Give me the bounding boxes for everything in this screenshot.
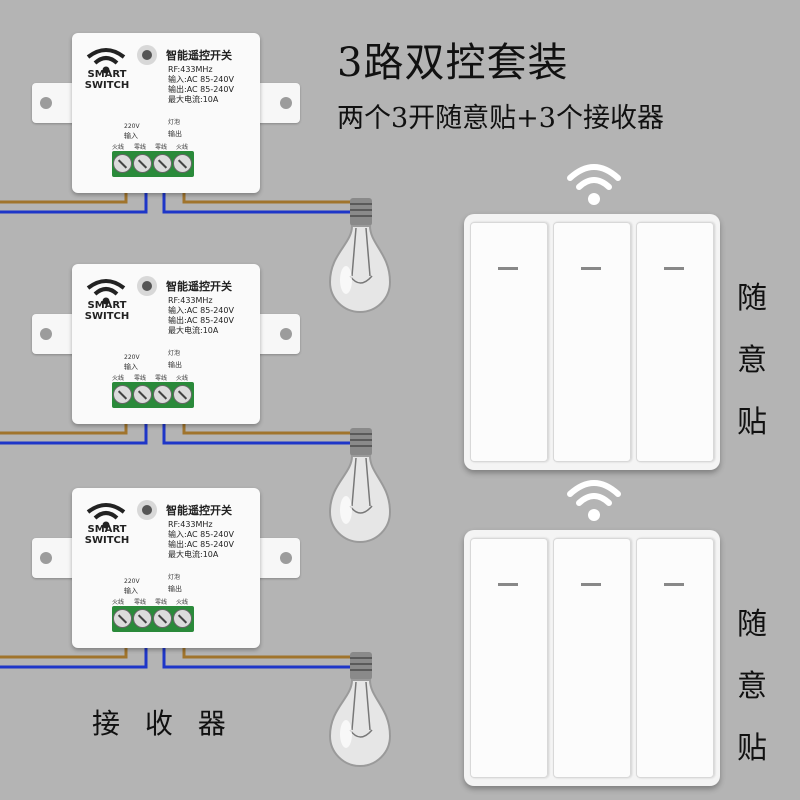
spec-current: 最大电流:10A — [168, 550, 219, 559]
screw-icon — [153, 385, 172, 404]
wall-switch-panel — [464, 530, 720, 786]
input-label: 输入 — [124, 587, 138, 595]
terminal-block — [112, 382, 194, 408]
page-subtitle: 两个3开随意贴+3个接收器 — [337, 103, 664, 134]
terminal-label: 零线 — [155, 144, 168, 151]
voltage-label: 220V — [124, 123, 140, 130]
terminal-block — [112, 151, 194, 177]
learn-button[interactable] — [137, 45, 157, 65]
output-label: 输出 — [168, 361, 182, 369]
screw-icon — [113, 385, 132, 404]
light-bulb-icon — [328, 652, 392, 767]
input-label: 输入 — [124, 132, 138, 140]
wifi-icon — [86, 279, 126, 305]
terminal-label: 零线 — [134, 144, 147, 151]
screw-icon — [153, 609, 172, 628]
page-title: 3路双控套装 — [337, 40, 569, 86]
output-label: 输出 — [168, 585, 182, 593]
terminal-label: 火线 — [176, 144, 189, 151]
voltage-label: 220V — [124, 354, 140, 361]
spec-rf: RF:433MHz — [168, 296, 213, 305]
screw-icon — [173, 154, 192, 173]
spec-output: 输出:AC 85-240V — [168, 85, 234, 94]
spec-output: 输出:AC 85-240V — [168, 540, 234, 549]
wifi-icon — [86, 503, 126, 529]
terminal-label: 火线 — [176, 599, 189, 606]
mounting-hole — [280, 552, 292, 564]
terminal-label: 零线 — [155, 375, 168, 382]
screw-icon — [113, 154, 132, 173]
screw-icon — [133, 385, 152, 404]
lamp-label: 灯泡 — [168, 119, 181, 126]
input-label: 输入 — [124, 363, 138, 371]
light-bulb-icon — [328, 428, 392, 543]
spec-current: 最大电流:10A — [168, 326, 219, 335]
side-label: 随 意 贴 — [737, 607, 767, 766]
indicator-line — [664, 267, 684, 270]
spec-input: 输入:AC 85-240V — [168, 75, 234, 84]
indicator-line — [498, 267, 518, 270]
screw-icon — [153, 154, 172, 173]
terminal-label: 火线 — [176, 375, 189, 382]
wall-switch-panel — [464, 214, 720, 470]
spec-input: 输入:AC 85-240V — [168, 530, 234, 539]
mounting-hole — [40, 552, 52, 564]
indicator-line — [498, 583, 518, 586]
screw-icon — [113, 609, 132, 628]
terminal-block — [112, 606, 194, 632]
rocker-switch[interactable] — [553, 222, 631, 462]
voltage-label: 220V — [124, 578, 140, 585]
rocker-switch[interactable] — [470, 538, 548, 778]
indicator-line — [664, 583, 684, 586]
wifi-icon — [86, 48, 126, 74]
screw-icon — [133, 154, 152, 173]
learn-button[interactable] — [137, 500, 157, 520]
rocker-switch[interactable] — [553, 538, 631, 778]
rocker-switch[interactable] — [470, 222, 548, 462]
indicator-line — [581, 583, 601, 586]
rocker-switch[interactable] — [636, 222, 714, 462]
screw-icon — [173, 385, 192, 404]
spec-rf: RF:433MHz — [168, 65, 213, 74]
terminal-label: 零线 — [134, 599, 147, 606]
screw-icon — [133, 609, 152, 628]
mounting-hole — [280, 97, 292, 109]
output-label: 输出 — [168, 130, 182, 138]
terminal-label: 零线 — [134, 375, 147, 382]
rocker-switch[interactable] — [636, 538, 714, 778]
lamp-label: 灯泡 — [168, 350, 181, 357]
spec-current: 最大电流:10A — [168, 95, 219, 104]
learn-button[interactable] — [137, 276, 157, 296]
spec-title: 智能遥控开关 — [166, 280, 232, 293]
spec-input: 输入:AC 85-240V — [168, 306, 234, 315]
mounting-hole — [40, 97, 52, 109]
wifi-icon — [567, 164, 621, 205]
terminal-label: 火线 — [112, 144, 125, 151]
receiver-caption: 接 收 器 — [92, 707, 234, 740]
terminal-label: 火线 — [112, 599, 125, 606]
mounting-hole — [40, 328, 52, 340]
lamp-label: 灯泡 — [168, 574, 181, 581]
spec-title: 智能遥控开关 — [166, 504, 232, 517]
spec-title: 智能遥控开关 — [166, 49, 232, 62]
wifi-icon — [567, 480, 621, 521]
mounting-hole — [280, 328, 292, 340]
terminal-label: 零线 — [155, 599, 168, 606]
spec-output: 输出:AC 85-240V — [168, 316, 234, 325]
indicator-line — [581, 267, 601, 270]
light-bulb-icon — [328, 198, 392, 313]
side-label: 随 意 贴 — [737, 281, 767, 440]
terminal-label: 火线 — [112, 375, 125, 382]
screw-icon — [173, 609, 192, 628]
spec-rf: RF:433MHz — [168, 520, 213, 529]
